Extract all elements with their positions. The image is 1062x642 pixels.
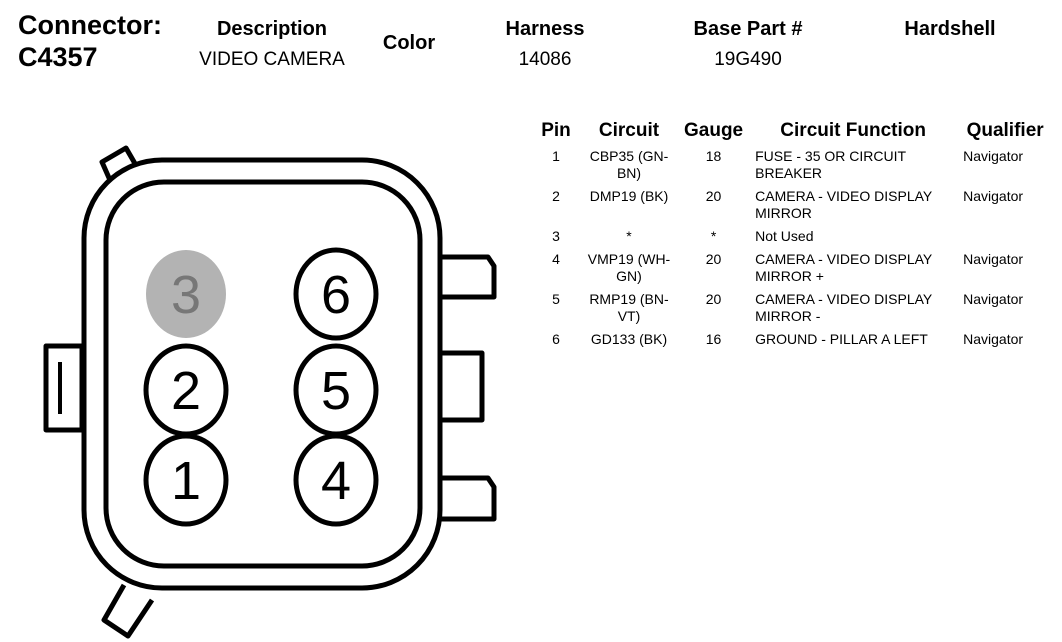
cell-gauge: 18 <box>705 148 722 164</box>
col-header-circuit: Circuit <box>598 120 660 141</box>
pin-number: 4 <box>321 451 351 511</box>
connector-label: Connector: <box>18 10 162 40</box>
pinout-table: Pin Circuit Gauge Circuit Function Quali… <box>532 120 1053 354</box>
left-side-tab <box>43 343 85 433</box>
table-row: 6 GD133 (BK) 16 GROUND - PILLAR A LEFT N… <box>532 331 1053 354</box>
col-header-gauge: Gauge <box>684 120 744 141</box>
cell-function: FUSE - 35 OR CIRCUIT BREAKER <box>755 148 906 181</box>
cell-function: Not Used <box>755 228 814 244</box>
bottom-latch-tab <box>101 583 155 639</box>
cell-pin: 5 <box>552 291 560 307</box>
pin-3: 3 <box>146 250 226 338</box>
table-row: 2 DMP19 (BK) 20 CAMERA - VIDEO DISPLAY M… <box>532 188 1053 228</box>
cell-circuit: VMP19 (WH-GN) <box>587 251 671 284</box>
harness-label: Harness <box>505 18 585 40</box>
cell-gauge: 20 <box>705 188 722 204</box>
cell-function: CAMERA - VIDEO DISPLAY MIRROR <box>755 188 932 221</box>
pin-layer: 3 6 2 5 1 4 <box>143 247 379 527</box>
pin-circle <box>143 433 229 527</box>
cell-gauge: * <box>710 228 717 244</box>
connector-face-diagram: 3 6 2 5 1 4 <box>43 145 497 639</box>
table-row: 4 VMP19 (WH-GN) 20 CAMERA - VIDEO DISPLA… <box>532 251 1053 291</box>
col-header-pin: Pin <box>541 120 571 141</box>
pin-4: 4 <box>293 433 379 527</box>
cell-pin: 4 <box>552 251 560 267</box>
base-part-label: Base Part # <box>693 18 803 40</box>
cell-circuit: RMP19 (BN-VT) <box>589 291 669 324</box>
table-row: 5 RMP19 (BN-VT) 20 CAMERA - VIDEO DISPLA… <box>532 291 1053 331</box>
pin-circle <box>146 250 226 338</box>
cell-circuit: * <box>626 228 632 244</box>
connector-id: C4357 <box>18 42 98 72</box>
pin-1: 1 <box>143 433 229 527</box>
cell-circuit: DMP19 (BK) <box>589 188 669 204</box>
right-rib-bottom <box>436 475 497 522</box>
pin-number: 3 <box>171 265 201 325</box>
pin-circle <box>293 433 379 527</box>
pin-circle <box>293 247 379 341</box>
pin-number: 5 <box>321 361 351 421</box>
cell-gauge: 20 <box>705 291 722 307</box>
cell-qualifier: Navigator <box>963 291 1024 307</box>
table-row: 3 * * Not Used <box>532 228 1053 251</box>
description-label: Description <box>216 18 328 40</box>
hardshell-label: Hardshell <box>904 18 996 40</box>
cell-qualifier: Navigator <box>963 188 1024 204</box>
col-header-function: Circuit Function <box>780 120 926 141</box>
pin-number: 1 <box>171 451 201 511</box>
pin-5: 5 <box>293 343 379 437</box>
cell-qualifier <box>957 228 1053 251</box>
col-header-qualifier: Qualifier <box>966 120 1044 141</box>
cell-pin: 3 <box>552 228 560 244</box>
cell-qualifier: Navigator <box>963 251 1024 267</box>
description-value: VIDEO CAMERA <box>199 49 345 70</box>
color-label: Color <box>382 32 436 54</box>
cell-function: GROUND - PILLAR A LEFT <box>755 331 928 347</box>
table-row: 1 CBP35 (GN-BN) 18 FUSE - 35 OR CIRCUIT … <box>532 148 1053 188</box>
right-rib-middle <box>436 350 485 423</box>
cell-pin: 6 <box>552 331 560 347</box>
pin-number: 2 <box>171 361 201 421</box>
base-part-value: 19G490 <box>714 49 782 70</box>
cell-function: CAMERA - VIDEO DISPLAY MIRROR + <box>755 251 932 284</box>
pin-number: 6 <box>321 265 351 325</box>
cell-qualifier: Navigator <box>963 148 1024 164</box>
pin-6: 6 <box>293 247 379 341</box>
table-header-row: Pin Circuit Gauge Circuit Function Quali… <box>532 120 1053 148</box>
cell-gauge: 16 <box>705 331 722 347</box>
cell-circuit: CBP35 (GN-BN) <box>589 148 669 181</box>
cell-pin: 1 <box>552 148 560 164</box>
right-rib-top <box>436 254 497 300</box>
harness-value: 14086 <box>518 49 572 70</box>
cell-circuit: GD133 (BK) <box>590 331 668 347</box>
cell-function: CAMERA - VIDEO DISPLAY MIRROR - <box>755 291 932 324</box>
cell-gauge: 20 <box>705 251 722 267</box>
pin-2: 2 <box>143 343 229 437</box>
cell-pin: 2 <box>552 188 560 204</box>
cell-qualifier: Navigator <box>963 331 1024 347</box>
